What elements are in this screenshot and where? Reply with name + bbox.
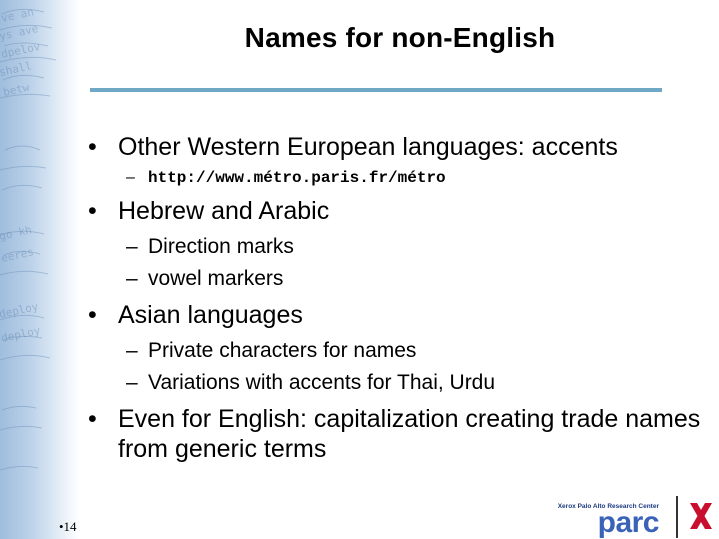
xerox-x-icon: [690, 503, 712, 529]
bullet-list: • Other Western European languages: acce…: [88, 128, 708, 464]
sub-bullet-item: – http://www.métro.paris.fr/métro: [88, 168, 708, 188]
bullet-marker: •: [88, 197, 97, 225]
bullet-item: • Even for English: capitalization creat…: [88, 404, 708, 464]
svg-text:ve an: ve an: [0, 5, 35, 25]
svg-text:betw: betw: [2, 81, 31, 99]
sub-bullet-text: Direction marks: [148, 235, 294, 258]
title-rule: [90, 88, 662, 92]
logo-wordmark: parc: [597, 506, 660, 539]
logo-org-name: Xerox Palo Alto Research Center: [557, 503, 659, 510]
logo-divider: [676, 496, 678, 538]
sub-bullet-item: – Private characters for names: [88, 338, 708, 364]
sidebar-texture-icon: ve an ys ave dpelov shall betw go kh eer…: [0, 5, 57, 471]
bullet-marker: •: [88, 133, 97, 161]
sub-bullet-item: – vowel markers: [88, 266, 708, 292]
sub-bullet-marker: –: [126, 371, 138, 394]
slide-title: Names for non-English: [244, 22, 556, 53]
sub-bullet-text: Private characters for names: [148, 339, 417, 362]
bullet-item: • Other Western European languages: acce…: [88, 132, 708, 162]
sub-bullet-marker: –: [126, 339, 138, 362]
bullet-item: • Asian languages: [88, 300, 708, 330]
page-number: •14: [59, 519, 77, 534]
sub-bullet-marker: –: [126, 235, 138, 258]
sub-bullet-item: – Variations with accents for Thai, Urdu: [88, 370, 708, 396]
bullet-text: Even for English: capitalization creatin…: [118, 405, 701, 463]
bullet-text: Hebrew and Arabic: [118, 197, 330, 225]
svg-text:go kh: go kh: [0, 223, 33, 243]
decorative-sidebar: ve an ys ave dpelov shall betw go kh eer…: [0, 0, 80, 539]
svg-text:deploy: deploy: [0, 300, 40, 321]
url-text: http://www.métro.paris.fr/métro: [148, 169, 446, 187]
bullet-text: Asian languages: [118, 301, 303, 329]
bullet-text: Other Western European languages: accent…: [118, 133, 618, 161]
sub-bullet-marker: –: [126, 267, 138, 290]
bullet-item: • Hebrew and Arabic: [88, 196, 708, 226]
svg-text:ys ave: ys ave: [0, 22, 40, 43]
bullet-marker: •: [88, 405, 97, 433]
sub-bullet-item: – Direction marks: [88, 234, 708, 260]
sub-bullet-marker: –: [126, 169, 135, 186]
bullet-marker: •: [88, 301, 97, 329]
parc-logo: Xerox Palo Alto Research Center parc: [557, 503, 660, 539]
sub-bullet-text: Variations with accents for Thai, Urdu: [148, 371, 496, 394]
svg-text:eeres: eeres: [0, 245, 35, 265]
svg-text:deploy: deploy: [0, 324, 42, 345]
sub-bullet-text: vowel markers: [148, 267, 284, 290]
